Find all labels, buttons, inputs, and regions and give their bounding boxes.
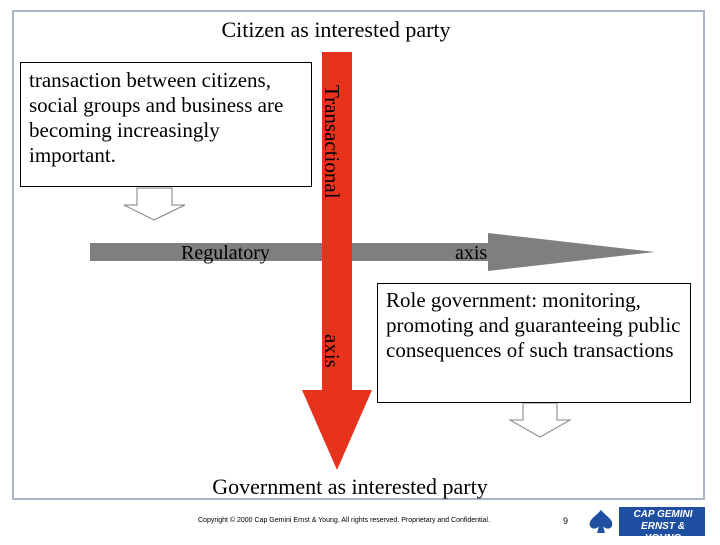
spade-icon (583, 507, 619, 536)
slide-frame (12, 10, 705, 500)
citizen-transaction-box: transaction between citizens, social gro… (20, 62, 312, 187)
government-label: Government as interested party (212, 474, 488, 499)
transactional-axis-arrow (302, 52, 372, 470)
regulatory-axis-arrow (90, 233, 655, 271)
government-role-box: Role government: monitoring, promoting a… (377, 283, 691, 403)
logo-line-2: ERNST & YOUNG (641, 521, 685, 544)
transactional-label: Transactional (320, 85, 344, 199)
copyright-text: Copyright © 2000 Cap Gemini Ernst & Youn… (198, 517, 490, 524)
left-down-arrow (123, 187, 186, 221)
right-down-arrow (508, 402, 572, 438)
logo-text: CAP GEMINI ERNST & YOUNG (623, 509, 703, 545)
logo-line-1: CAP GEMINI (633, 509, 693, 520)
vertical-axis-label: axis (320, 334, 344, 368)
page-number: 9 (563, 516, 569, 526)
horizontal-axis-label: axis (455, 242, 488, 264)
regulatory-label: Regulatory (181, 242, 270, 264)
company-logo: CAP GEMINI ERNST & YOUNG (583, 507, 705, 544)
citizen-label: Citizen as interested party (221, 17, 451, 42)
